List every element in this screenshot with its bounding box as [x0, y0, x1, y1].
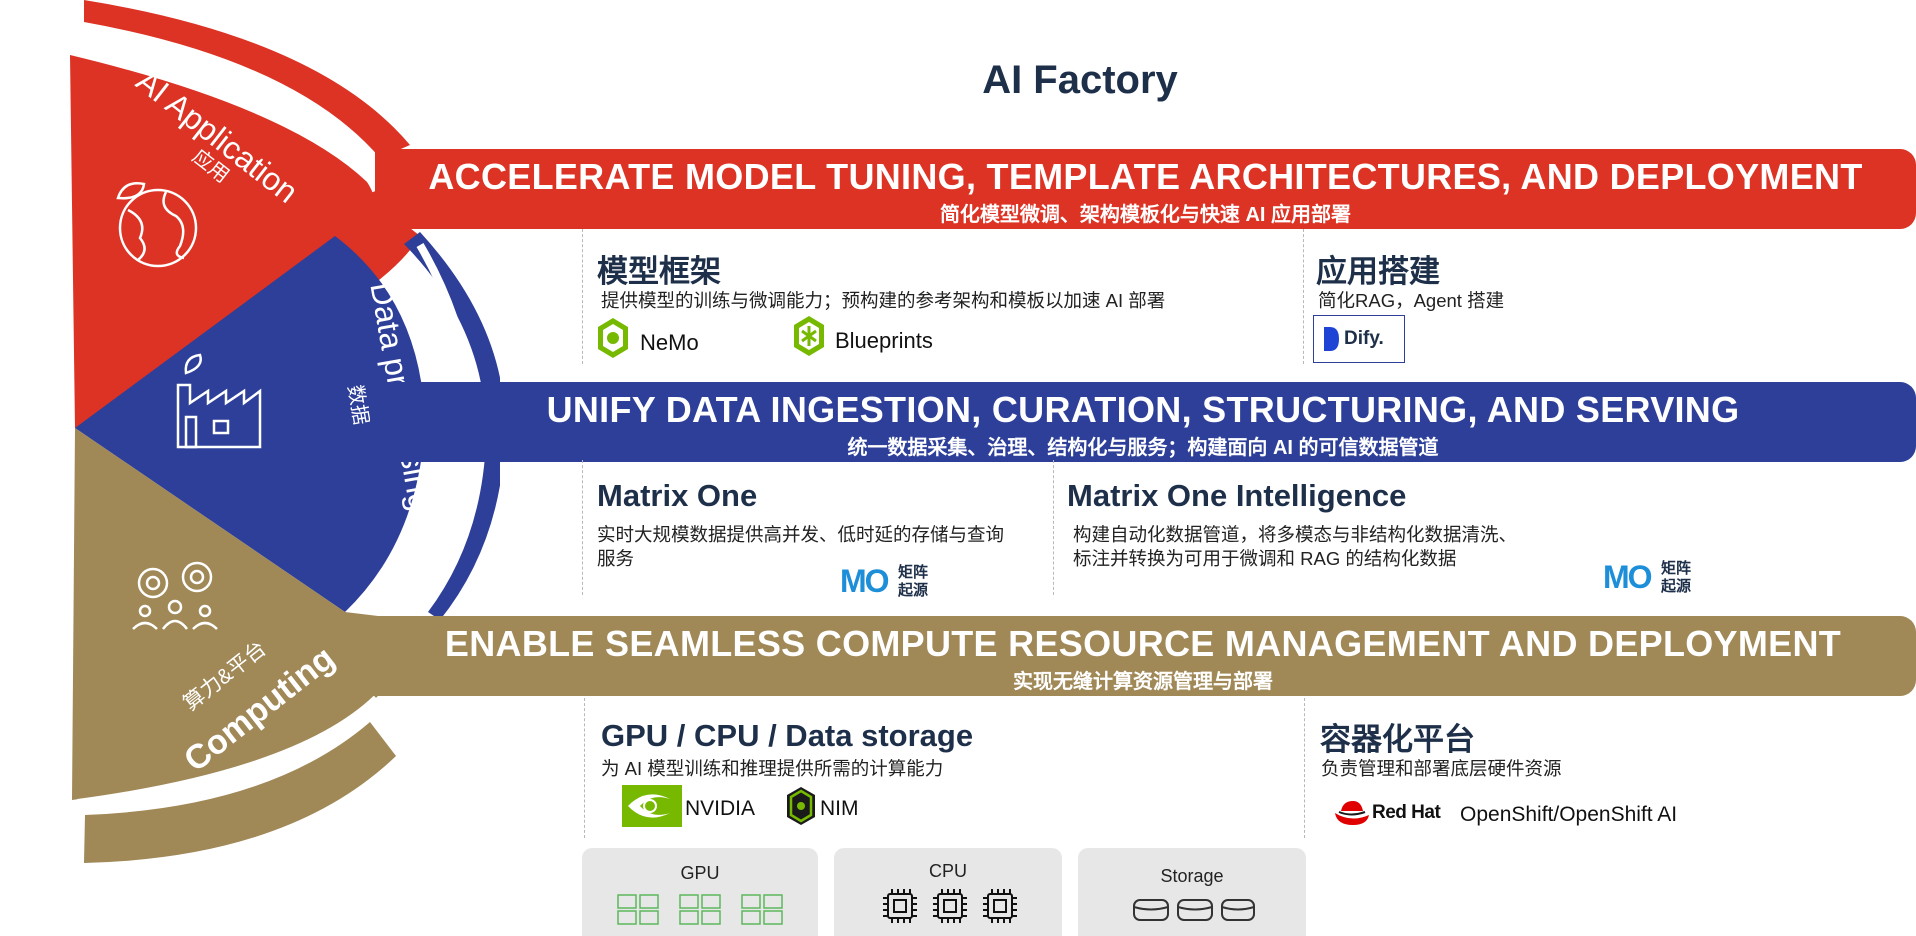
matrixorigin-logo: MO 矩阵 起源	[1603, 559, 1703, 595]
band-data-subtitle: 统一数据采集、治理、结构化与服务；构建面向 AI 的可信数据管道	[847, 437, 1439, 459]
band-application-title: ACCELERATE MODEL TUNING, TEMPLATE ARCHIT…	[428, 156, 1863, 197]
gpu-chip-icon	[617, 894, 783, 925]
hardware-label-storage: Storage	[1160, 866, 1224, 886]
cpu-chip-icon	[883, 889, 1017, 923]
hardware-label-gpu: GPU	[680, 863, 720, 883]
factory-icon	[176, 353, 262, 449]
dify-logo: Dify.	[1313, 315, 1405, 363]
layer-fan	[70, 0, 500, 863]
divider	[1053, 460, 1054, 595]
matrixorigin-zh-top: 矩阵	[1661, 560, 1692, 577]
band-compute-title: ENABLE SEAMLESS COMPUTE RESOURCE MANAGEM…	[444, 623, 1842, 664]
globe-leaf-icon	[116, 182, 198, 268]
section-desc-app-building: 简化RAG，Agent 搭建	[1318, 290, 1505, 311]
matrixorigin-zh-bottom: 起源	[1661, 578, 1692, 595]
logo-blueprints: Blueprints	[835, 328, 933, 353]
fan-outer-rim-top	[84, 0, 410, 158]
divider	[582, 460, 583, 595]
section-heading-container-platform: 容器化平台	[1320, 722, 1475, 757]
section-heading-model-framework: 模型框架	[597, 254, 721, 289]
band-application-subtitle: 简化模型微调、架构模板化与快速 AI 应用部署	[939, 204, 1352, 226]
disk-icon	[1133, 899, 1255, 921]
divider	[584, 698, 585, 838]
fan-outer-rim	[84, 722, 396, 863]
section-desc-matrix-one-line1: 实时大规模数据提供高并发、低时延的存储与查询	[597, 524, 1005, 545]
logo-nim: NIM	[820, 797, 859, 820]
band-data-title: UNIFY DATA INGESTION, CURATION, STRUCTUR…	[546, 389, 1740, 430]
matrixorigin-mark: MO	[840, 563, 890, 599]
nvidia-eye-icon	[622, 785, 682, 827]
section-desc-hardware: 为 AI 模型训练和推理提供所需的计算能力	[601, 758, 944, 779]
section-heading-matrix-one-intelligence: Matrix One Intelligence	[1067, 478, 1407, 513]
logo-redhat: Red Hat	[1372, 802, 1441, 823]
band-data: UNIFY DATA INGESTION, CURATION, STRUCTUR…	[370, 382, 1916, 462]
section-desc-model-framework: 提供模型的训练与微调能力；预构建的参考架构和模板以加速 AI 部署	[601, 290, 1166, 311]
section-desc-moi-line1: 构建自动化数据管道，将多模态与非结构化数据清洗、	[1073, 524, 1518, 545]
fan-arc-data	[404, 232, 500, 620]
hardware-box-storage: Storage	[1078, 848, 1306, 936]
logo-nemo: NeMo	[640, 330, 699, 355]
divider	[1303, 229, 1304, 364]
band-application: ACCELERATE MODEL TUNING, TEMPLATE ARCHIT…	[375, 149, 1916, 229]
redhat-icon	[1335, 801, 1369, 825]
blueprints-logo-icon	[794, 316, 824, 356]
band-compute: ENABLE SEAMLESS COMPUTE RESOURCE MANAGEM…	[370, 616, 1916, 696]
fan-sector-application	[70, 55, 420, 428]
dify-mark-icon	[1324, 327, 1339, 351]
section-heading-hardware: GPU / CPU / Data storage	[601, 718, 974, 753]
band-compute-subtitle: 实现无缝计算资源管理与部署	[1013, 671, 1273, 693]
page-title: AI Factory	[982, 58, 1178, 102]
matrixorigin-logo: MO 矩阵 起源	[840, 563, 940, 599]
nim-cube-icon	[787, 787, 815, 825]
fan-sector-data	[75, 236, 425, 612]
logo-nvidia: NVIDIA	[685, 797, 756, 820]
fan-sector-compute	[72, 428, 378, 800]
section-heading-matrix-one: Matrix One	[597, 478, 758, 513]
gears-team-icon	[132, 561, 218, 630]
logo-openshift: OpenShift/OpenShift AI	[1460, 803, 1678, 826]
matrixorigin-zh-top: 矩阵	[898, 564, 929, 581]
section-desc-container-platform: 负责管理和部署底层硬件资源	[1321, 758, 1562, 779]
hardware-box-cpu: CPU	[834, 848, 1062, 936]
nemo-logo-icon	[598, 318, 628, 358]
logo-dify: Dify.	[1344, 328, 1384, 349]
hardware-box-gpu: GPU	[582, 848, 818, 936]
divider	[1304, 698, 1305, 838]
section-desc-moi-line2: 标注并转换为可用于微调和 RAG 的结构化数据	[1073, 548, 1457, 569]
divider	[582, 229, 583, 364]
section-heading-app-building: 应用搭建	[1316, 254, 1440, 289]
hardware-label-cpu: CPU	[928, 861, 967, 881]
matrixorigin-zh-bottom: 起源	[898, 582, 929, 599]
fan-separator	[77, 695, 383, 811]
section-desc-matrix-one-line2: 服务	[597, 548, 635, 569]
matrixorigin-mark: MO	[1603, 559, 1653, 595]
